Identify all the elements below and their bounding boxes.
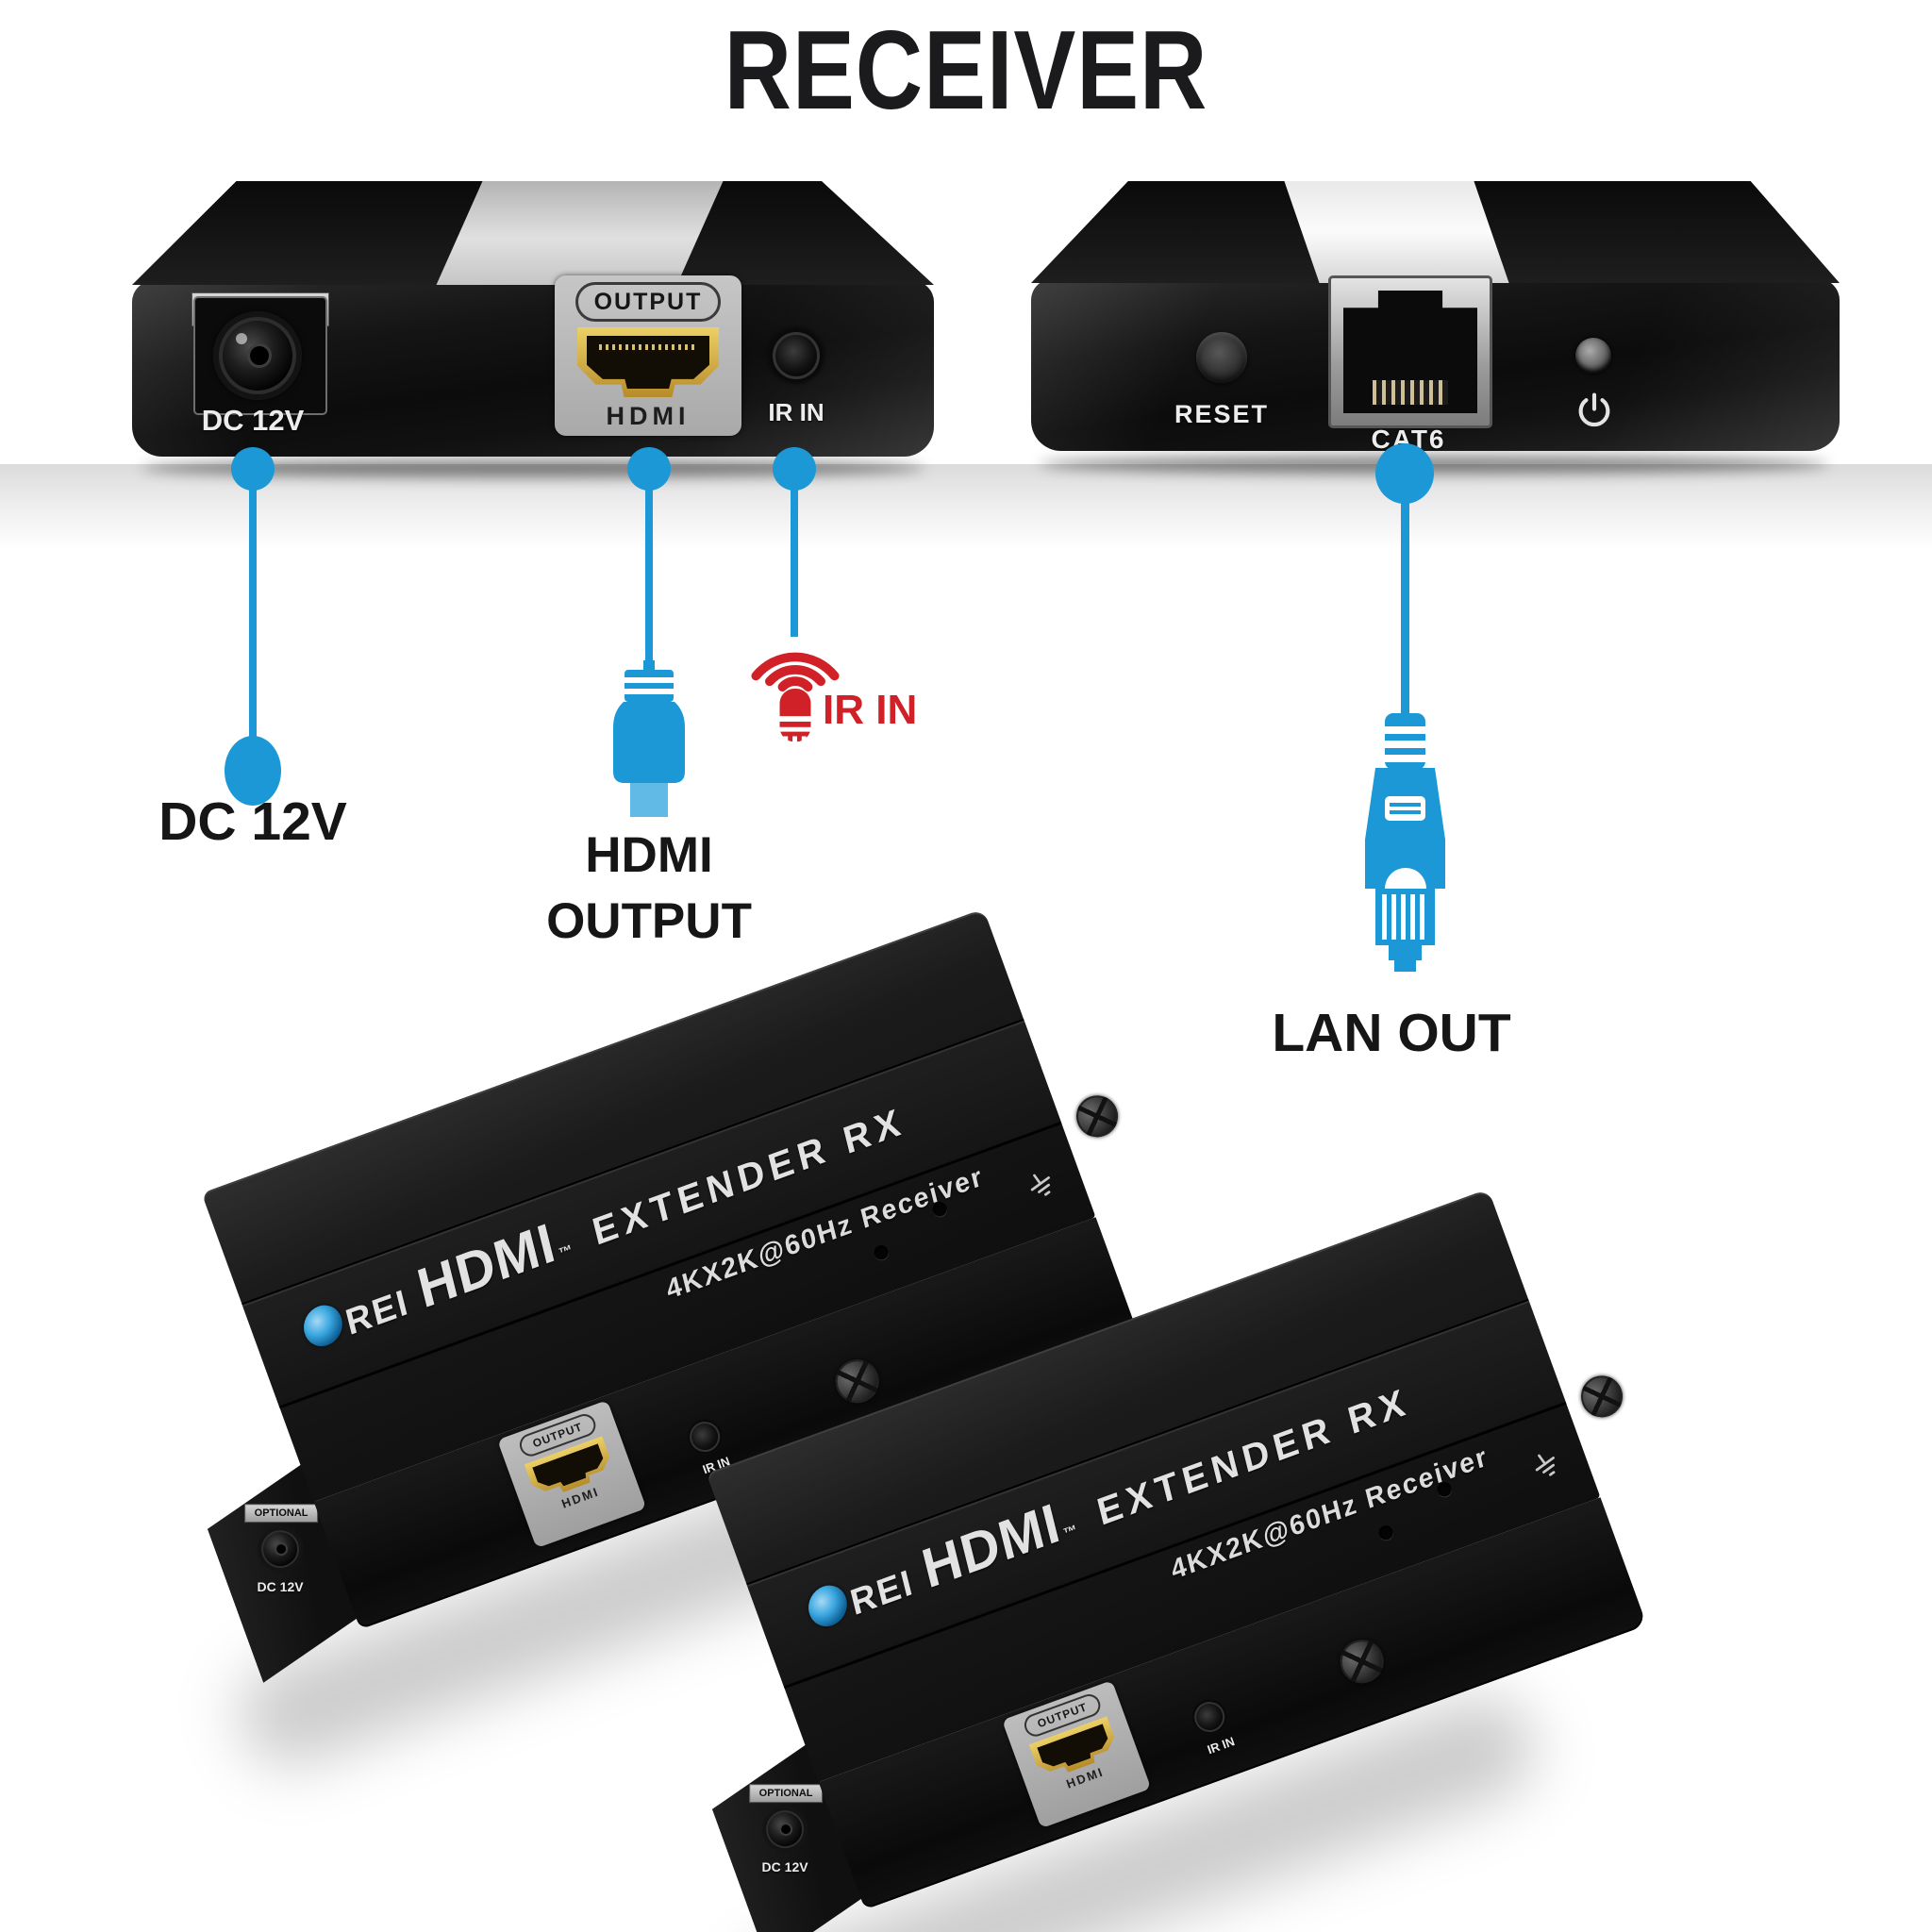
hdmi-port-cavity <box>587 336 709 389</box>
dc-12v-label: DC 12V <box>257 1579 304 1595</box>
screw-icon <box>829 1353 886 1409</box>
screw-icon <box>1574 1370 1629 1424</box>
hdmi-panel-label: HDMI <box>606 402 691 430</box>
dc-callout-line <box>249 469 257 752</box>
power-icon <box>1578 392 1610 427</box>
ir-in-panel-label: IR IN <box>768 398 824 426</box>
vent-hole <box>872 1243 891 1262</box>
dc-12v-panel-label: DC 12V <box>201 404 305 437</box>
surface-shadow <box>0 464 1932 551</box>
hdmi-pins <box>599 343 697 351</box>
lan-callout-line <box>1401 472 1409 719</box>
ir-in-jack-icon <box>769 328 824 383</box>
power-led <box>1575 338 1611 374</box>
hdmi-callout-line <box>645 469 653 669</box>
device-cast-shadow <box>1040 455 1828 474</box>
silver-stripe <box>436 181 724 285</box>
orei-logo-icon <box>804 1579 852 1632</box>
front-panel-top <box>1031 181 1840 283</box>
reset-label: RESET <box>1174 400 1270 428</box>
rj45-pins <box>1372 379 1449 406</box>
hdmi-port-icon <box>577 327 719 397</box>
optional-tag: OPTIONAL <box>244 1504 318 1523</box>
hdmi-plug-icon <box>613 660 685 817</box>
ir-callout-label: IR IN <box>823 687 918 733</box>
white-stripe <box>1284 181 1510 283</box>
ir-in-label: IR IN <box>1205 1734 1237 1757</box>
ir-in-jack-icon <box>681 1413 728 1460</box>
page-title: RECEIVER <box>724 8 1208 134</box>
dc-12v-label: DC 12V <box>761 1859 808 1875</box>
ground-icon <box>1535 1454 1556 1476</box>
hdmi-callout-label-2: OUTPUT <box>546 893 752 949</box>
dc-pin-hole <box>246 343 272 368</box>
device-cast-shadow <box>142 458 924 477</box>
ir-signal-icon <box>751 652 840 748</box>
rj45-port-icon <box>1328 275 1492 428</box>
hdmi-callout-label-1: HDMI <box>585 827 713 883</box>
ir-callout-line <box>791 469 798 637</box>
vent-hole <box>1376 1524 1395 1542</box>
screw-icon <box>1334 1633 1391 1690</box>
dc-jack-icon <box>762 1807 808 1852</box>
ground-icon <box>1030 1174 1051 1196</box>
rear-panel-top <box>132 181 934 285</box>
orei-logo-icon <box>299 1299 347 1352</box>
dc-jack-icon <box>258 1526 303 1572</box>
dc-jack-icon <box>213 311 302 400</box>
dc-callout-dot-bottom <box>225 736 281 806</box>
screw-icon <box>1070 1090 1124 1143</box>
reset-button <box>1196 332 1247 383</box>
trademark-symbol: ™ <box>557 1241 575 1263</box>
dc-callout-label: DC 12V <box>158 791 347 852</box>
ethernet-plug-icon <box>1365 713 1445 972</box>
lan-callout-label: LAN OUT <box>1272 1003 1511 1063</box>
ir-in-jack-icon <box>1186 1693 1233 1740</box>
dc-end-content: OPTIONAL DC 12V <box>740 1784 834 1925</box>
glare-dot <box>236 332 248 344</box>
output-pill-label: OUTPUT <box>575 282 721 322</box>
hdmi-plate: OUTPUT HDMI <box>555 275 741 436</box>
dc-end-content: OPTIONAL DC 12V <box>235 1504 329 1645</box>
trademark-symbol: ™ <box>1061 1522 1079 1543</box>
optional-tag: OPTIONAL <box>749 1784 823 1803</box>
